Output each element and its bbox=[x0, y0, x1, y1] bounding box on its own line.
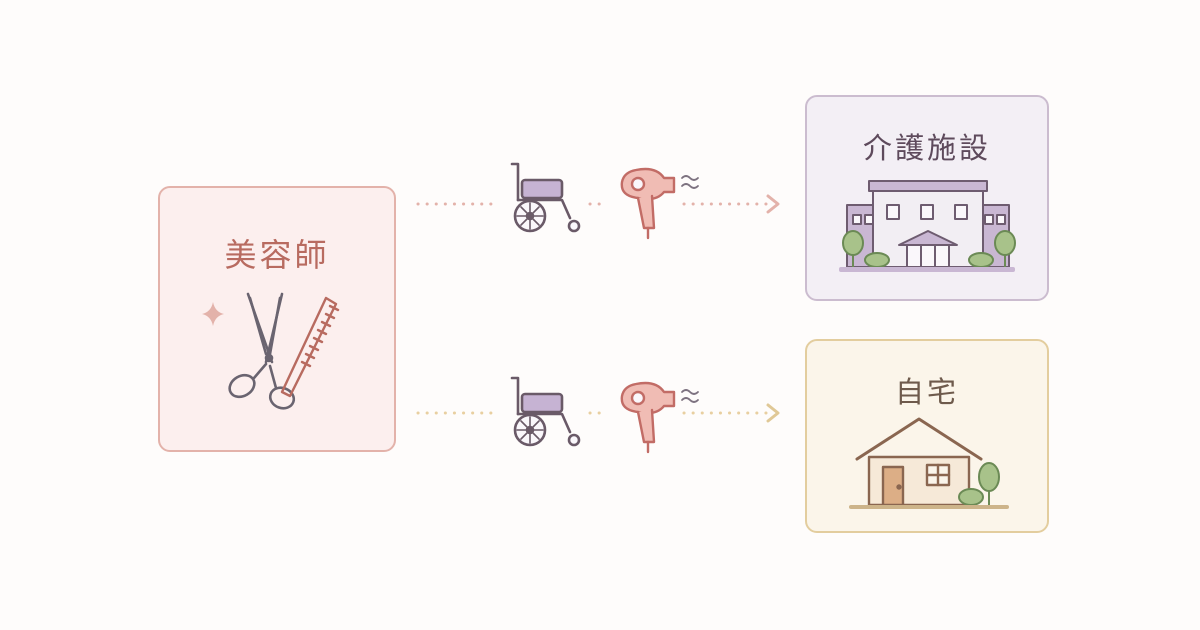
home-card: 自宅 bbox=[805, 339, 1049, 533]
care-facility-title: 介護施設 bbox=[862, 131, 991, 165]
tree-icon bbox=[842, 230, 890, 268]
scissors-icon bbox=[228, 292, 296, 410]
wheelchair-icon bbox=[510, 162, 581, 233]
tree-icon bbox=[968, 230, 1016, 268]
sparkle-icon bbox=[202, 302, 224, 326]
arrow-right-icon bbox=[766, 194, 780, 214]
care-facility-card: 介護施設 bbox=[805, 95, 1049, 301]
stylist-icons bbox=[202, 292, 340, 410]
wheelchair-icon bbox=[510, 376, 581, 447]
home-illustration bbox=[849, 417, 1009, 509]
hair-dryer-icon bbox=[620, 167, 699, 240]
stylist-card: 美容師 bbox=[158, 186, 396, 452]
arrow-right-icon bbox=[766, 403, 780, 423]
hair-dryer-icon bbox=[620, 381, 699, 454]
house-icon bbox=[855, 417, 983, 507]
stylist-title: 美容師 bbox=[224, 236, 330, 274]
comb-icon bbox=[280, 296, 340, 398]
care-facility-illustration bbox=[839, 180, 1016, 272]
home-title: 自宅 bbox=[894, 375, 959, 409]
